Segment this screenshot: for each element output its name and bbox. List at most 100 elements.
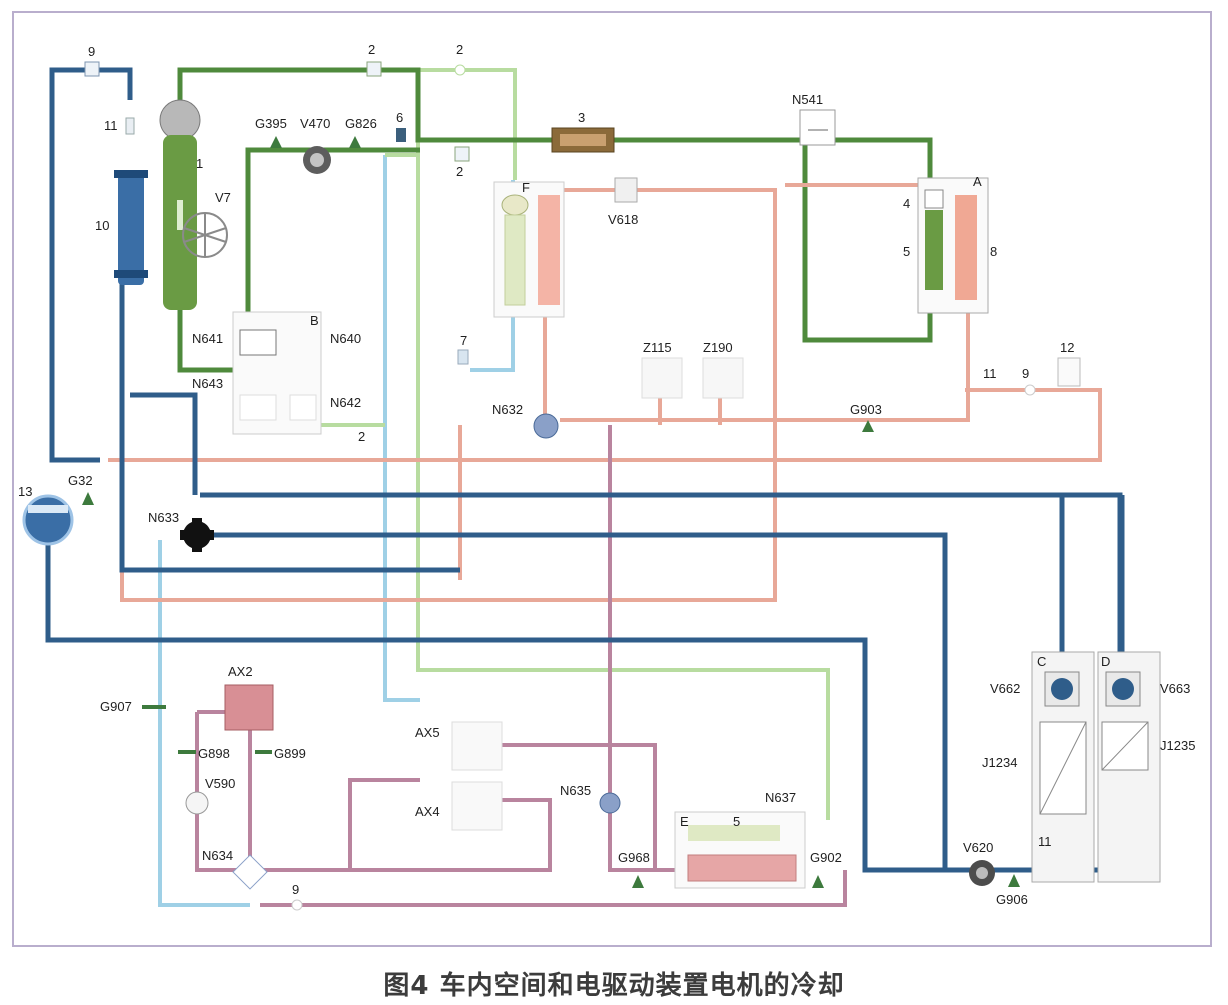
module-e (674, 811, 806, 889)
label-ax4: AX4 (415, 804, 440, 819)
label-5a: 5 (903, 244, 910, 259)
label-g395: G395 (255, 116, 287, 131)
label-g826: G826 (345, 116, 377, 131)
label-n640: N640 (330, 331, 361, 346)
sensor-g395 (270, 136, 282, 148)
figure-caption: 图4 车内空间和电驱动装置电机的冷却 (383, 971, 845, 1001)
pump-v620 (969, 860, 995, 886)
heater-z190 (702, 357, 744, 399)
label-n642: N642 (330, 395, 361, 410)
label-g898: G898 (198, 746, 230, 761)
label-v590: V590 (205, 776, 235, 791)
fan-icon (182, 212, 228, 258)
label-g902: G902 (810, 850, 842, 865)
purple-circuit (195, 425, 847, 907)
valve-n635 (599, 792, 621, 814)
valve-2c (454, 146, 470, 162)
diagram-canvas: 9 11 1 10 V7 2 2 2 2 G395 V470 G826 6 3 … (12, 11, 1212, 947)
component-12 (1057, 357, 1081, 387)
diagram-labels: 9 11 1 10 V7 2 2 2 2 G395 V470 G826 6 3 … (18, 42, 1195, 907)
sensor-g906 (1008, 874, 1020, 887)
label-n632: N632 (492, 402, 523, 417)
label-b: B (310, 313, 319, 328)
label-n641: N641 (192, 331, 223, 346)
label-8: 8 (990, 244, 997, 259)
sensor-g968 (632, 875, 644, 888)
label-13: 13 (18, 484, 32, 499)
valve-n633 (180, 518, 214, 552)
label-5b: 5 (733, 814, 740, 829)
label-v618: V618 (608, 212, 638, 227)
sensor-g902 (812, 875, 824, 888)
label-n634: N634 (202, 848, 233, 863)
heater-z115 (641, 357, 683, 399)
label-v470: V470 (300, 116, 330, 131)
label-9c: 9 (292, 882, 299, 897)
valve-9a (84, 61, 100, 77)
label-1: 1 (196, 156, 203, 171)
valve-n632 (533, 413, 559, 439)
radiator-1 (159, 99, 201, 310)
label-ax5: AX5 (415, 725, 440, 740)
label-g903: G903 (850, 402, 882, 417)
label-j1234: J1234 (982, 755, 1017, 770)
label-g907: G907 (100, 699, 132, 714)
label-v620: V620 (963, 840, 993, 855)
label-11a: 11 (104, 118, 118, 133)
module-b (232, 311, 322, 435)
sensor-7 (457, 349, 469, 365)
label-2c: 2 (456, 164, 463, 179)
label-3: 3 (578, 110, 585, 125)
valve-9b (1024, 384, 1036, 396)
component-ax4 (451, 781, 503, 831)
label-j1235: J1235 (1160, 738, 1195, 753)
valve-v618 (614, 177, 638, 203)
label-v662: V662 (990, 681, 1020, 696)
module-d (1097, 651, 1161, 883)
sensor-g32 (82, 492, 94, 505)
label-v7: V7 (215, 190, 231, 205)
label-e: E (680, 814, 689, 829)
heat-exchanger-3 (551, 127, 615, 153)
label-g899: G899 (274, 746, 306, 761)
label-n633: N633 (148, 510, 179, 525)
expansion-tank-13 (22, 494, 74, 546)
label-g906: G906 (996, 892, 1028, 907)
label-d: D (1101, 654, 1110, 669)
label-a: A (973, 174, 982, 189)
label-2b: 2 (456, 42, 463, 57)
label-2d: 2 (358, 429, 365, 444)
label-ax2: AX2 (228, 664, 253, 679)
label-11c: 11 (1038, 834, 1052, 849)
valve-2b (454, 64, 466, 76)
module-c (1031, 651, 1095, 883)
label-z190: Z190 (703, 340, 733, 355)
label-n635: N635 (560, 783, 591, 798)
pump-v590 (185, 791, 209, 815)
sensor-11a (125, 117, 135, 135)
label-n643: N643 (192, 376, 223, 391)
label-12: 12 (1060, 340, 1074, 355)
label-n637: N637 (765, 790, 796, 805)
valve-2a (366, 61, 382, 77)
label-g32: G32 (68, 473, 93, 488)
label-9b: 9 (1022, 366, 1029, 381)
valve-9c (291, 899, 303, 911)
diagram-border (12, 11, 1212, 947)
sensor-g826 (349, 136, 361, 148)
label-v663: V663 (1160, 681, 1190, 696)
module-a (917, 177, 989, 314)
valve-6 (396, 128, 406, 142)
component-ax2 (224, 684, 274, 731)
label-n541: N541 (792, 92, 823, 107)
label-6: 6 (396, 110, 403, 125)
label-4: 4 (903, 196, 910, 211)
component-ax5 (451, 721, 503, 771)
cooling-diagram: 9 11 1 10 V7 2 2 2 2 G395 V470 G826 6 3 … (12, 11, 1212, 947)
label-11b: 11 (983, 366, 997, 381)
sensor-g903 (862, 420, 874, 432)
valve-n541 (799, 109, 836, 146)
label-9a: 9 (88, 44, 95, 59)
label-7: 7 (460, 333, 467, 348)
pump-v470 (303, 146, 331, 174)
